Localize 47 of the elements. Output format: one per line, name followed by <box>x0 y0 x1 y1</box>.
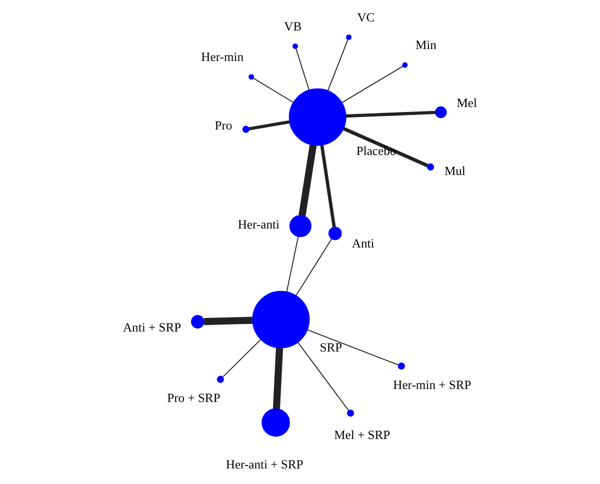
connector <box>296 238 332 296</box>
node-circle <box>191 315 204 328</box>
node-label: Her-anti + SRP <box>226 458 304 472</box>
node-label: Her-anti <box>238 217 280 232</box>
node-circle <box>346 34 352 40</box>
connector <box>327 39 348 92</box>
node-circle <box>328 226 342 240</box>
node-label: Mel + SRP <box>334 428 390 442</box>
connector <box>306 329 399 366</box>
node-label: SRP <box>320 340 342 354</box>
node-label: Pro <box>214 118 232 133</box>
connector <box>248 120 290 130</box>
node-circle <box>398 362 405 370</box>
node-circle <box>242 126 250 133</box>
node-label: Min <box>415 38 436 52</box>
node-circle <box>434 106 447 118</box>
node-label: Anti + SRP <box>122 320 182 334</box>
connector <box>346 110 436 118</box>
connector <box>297 342 350 411</box>
node-circle <box>289 215 312 238</box>
node-label: Pro + SRP <box>167 391 220 406</box>
node-label: VC <box>357 10 375 24</box>
connector <box>298 144 317 216</box>
node-label: Mul <box>444 164 466 178</box>
node-label: VB <box>284 19 302 34</box>
node-circle <box>252 290 310 348</box>
node-circle <box>262 408 290 437</box>
node-circle <box>216 376 224 383</box>
connector <box>320 145 336 228</box>
node-label: Mel <box>456 96 477 110</box>
node-label: Her-min <box>201 50 244 64</box>
connector <box>253 78 294 103</box>
node-circle <box>292 43 298 49</box>
connector <box>204 316 253 326</box>
node-circle <box>427 163 434 170</box>
node-label: Anti <box>352 236 374 250</box>
connector <box>342 66 404 103</box>
connector <box>222 339 261 378</box>
node-circle <box>248 74 254 80</box>
connector <box>296 48 310 90</box>
connector <box>342 127 428 168</box>
node-circle <box>288 88 346 146</box>
node-label: Her-min + SRP <box>393 378 472 392</box>
connector <box>286 236 299 292</box>
node-circle <box>402 62 408 68</box>
connector <box>272 348 284 409</box>
node-circle <box>347 410 354 417</box>
